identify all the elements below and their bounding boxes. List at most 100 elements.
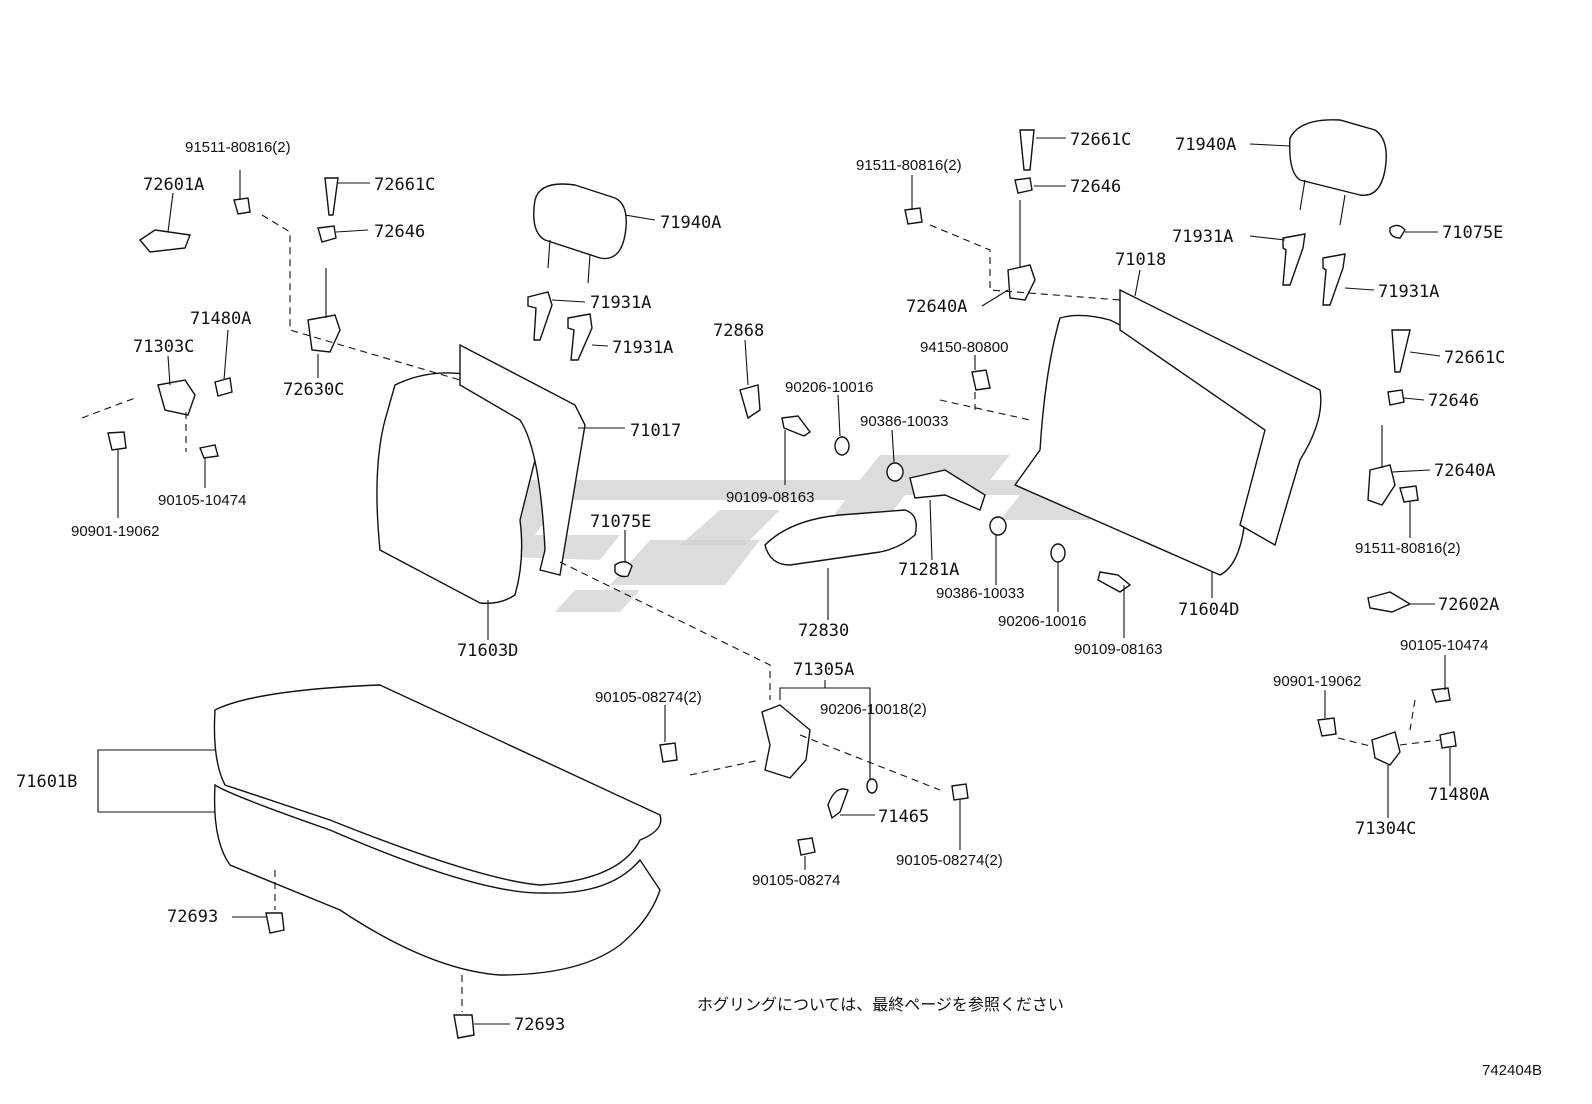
label-72646-right: 72646 [1070,177,1121,197]
bolt-90105-08274-c [951,783,969,801]
bush-90386-b [989,516,1007,536]
label-71603D: 71603D [457,641,518,661]
label-71465: 71465 [878,807,929,827]
label-90105-08274-2b: 90105-08274(2) [896,852,1003,869]
label-72830: 72830 [798,621,849,641]
hinge-bracket-assembly [659,704,969,856]
lever-71465 [827,788,849,820]
bolt-91511-l [233,197,251,215]
lock-72640A-rr [1367,464,1396,506]
label-71931A-left-2: 71931A [612,338,673,358]
clip-71480A-l [214,377,233,397]
bracket-72601A [138,229,191,253]
guide-71931A-l2 [567,313,593,361]
label-71480A-left: 71480A [190,309,251,329]
label-90109-08163-b: 90109-08163 [1074,641,1162,658]
lock-72630C [307,314,341,353]
hog-ring-note: ホグリングについては、最終ページを参照ください [697,995,1064,1014]
clip-71075E-l [614,561,633,578]
label-71281A: 71281A [898,560,959,580]
label-90386-10033-a: 90386-10033 [860,413,948,430]
guide-71931A-r2 [1322,253,1346,306]
cushion-lower [213,783,661,976]
clip-71075E-r [1389,224,1406,239]
label-72868: 72868 [713,321,764,341]
label-71303C: 71303C [133,337,194,357]
seatback-frame-71018 [1119,288,1322,547]
label-71480A-right: 71480A [1428,785,1489,805]
headrest-71940A-right [1289,119,1387,196]
label-71018: 71018 [1115,250,1166,270]
cushion-upper [213,684,662,886]
label-72640A-far-right: 72640A [1434,461,1495,481]
label-71304C: 71304C [1355,819,1416,839]
label-72602A: 72602A [1438,595,1499,615]
label-71940A-right: 71940A [1175,135,1236,155]
knob-72646-l [317,225,337,243]
lock-72640A-r [1007,264,1036,301]
label-90901-19062-left: 90901-19062 [71,523,159,540]
label-71931A-right-1: 71931A [1172,227,1233,247]
label-71931A-right-2: 71931A [1378,282,1439,302]
headrest-71940A-left [533,183,627,260]
seat-cushion-71601B [213,684,662,1039]
bolt-91511-r [904,207,923,225]
clip-72693-a [265,912,285,934]
pin-72661C-rr [1391,329,1411,373]
left-seatback-assembly [81,177,771,700]
right-seatback-assembly [904,119,1457,766]
screw-90105-r [1431,687,1451,703]
bolt-90901-l [107,431,127,451]
bush-90386-a [886,462,904,482]
bolt-91511-rr [1399,485,1419,503]
label-71017: 71017 [630,421,681,441]
label-71075E-right: 71075E [1442,223,1503,243]
label-72661C-left: 72661C [374,175,435,195]
bracket-72602A [1367,591,1412,613]
label-90206-10018: 90206-10018(2) [820,701,927,718]
bolt-90105-08274-b [797,837,816,856]
armrest-72830 [764,509,917,566]
label-90105-10474-left: 90105-10474 [158,492,246,509]
label-71601B: 71601B [16,772,77,792]
cap-94150 [971,369,991,391]
knob-72646-rr [1387,389,1405,406]
washer-90206-10018 [866,778,878,794]
label-72640A-right: 72640A [906,297,967,317]
clip-72693-b [453,1014,475,1039]
bolt-90109-a [781,415,812,437]
label-91511-80816-right: 91511-80816(2) [856,157,962,174]
cover-71304C [1371,731,1401,766]
label-90386-10033-b: 90386-10033 [936,585,1024,602]
knob-72646-r [1014,177,1033,194]
label-72630C: 72630C [283,380,344,400]
cover-72868 [739,384,761,420]
label-72646-far-right: 72646 [1428,391,1479,411]
label-72661C-far-right: 72661C [1444,348,1505,368]
label-72693-a: 72693 [167,907,218,927]
label-90105-10474-right: 90105-10474 [1400,637,1488,654]
diagram-code: 742404B [1482,1062,1542,1079]
label-72693-b: 72693 [514,1015,565,1035]
hinge-71281A [909,469,986,511]
guide-71931A-l1 [527,291,553,341]
label-90206-10016-b: 90206-10016 [998,613,1086,630]
label-71305A: 71305A [793,660,854,680]
label-71931A-left-1: 71931A [590,293,651,313]
label-71940A-left: 71940A [660,213,721,233]
seatback-frame-71017 [459,343,586,576]
label-90105-08274: 90105-08274 [752,872,840,889]
pin-72661C-l [324,177,339,216]
label-90206-10016-a: 90206-10016 [785,379,873,396]
label-72661C-right: 72661C [1070,130,1131,150]
screw-90105-l [199,444,219,459]
washer-90206-a [834,436,850,456]
bracket-71305A [761,704,811,779]
callout-labels: 91511-80816(2) 72601A 72661C 72646 71480… [16,130,1505,1035]
bolt-90109-b [1097,571,1132,593]
label-91511-80816-left: 91511-80816(2) [185,139,291,156]
washer-90206-b [1050,543,1066,563]
bolt-90105-08274-a [659,742,678,763]
